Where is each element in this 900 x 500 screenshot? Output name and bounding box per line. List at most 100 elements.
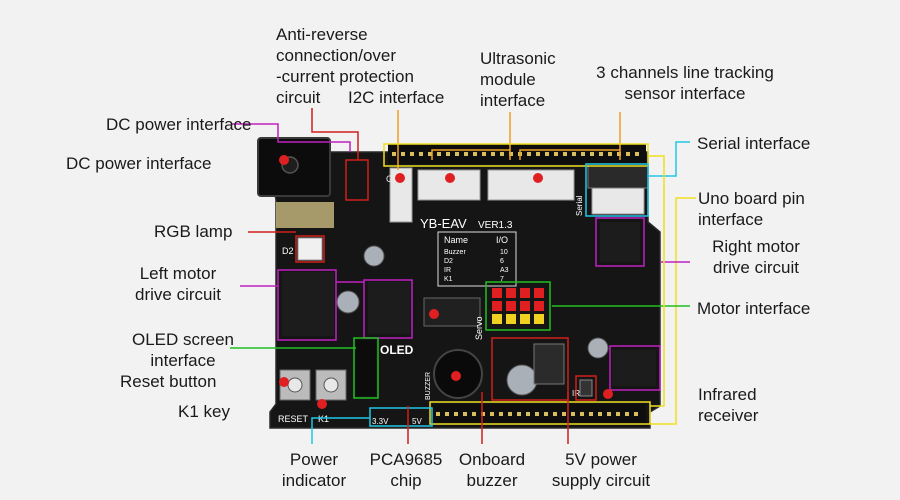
io-table-header-io: I/O bbox=[496, 235, 508, 245]
io-row-name: K1 bbox=[444, 276, 453, 283]
header-pin bbox=[589, 412, 593, 416]
label-right-motor-line-1: Right motor bbox=[712, 237, 800, 256]
dot-pca9685 bbox=[429, 309, 439, 319]
header-pin bbox=[419, 152, 423, 156]
label-power-indicator-line-2: indicator bbox=[281, 471, 347, 490]
label-power-supply: 5V power supply circuit bbox=[536, 449, 666, 491]
header-pin bbox=[436, 412, 440, 416]
label-ultrasonic-line-3: interface bbox=[480, 91, 546, 110]
io-row-name: Buzzer bbox=[444, 249, 466, 256]
label-left-motor-line-1: Left motor bbox=[139, 264, 217, 283]
header-pin bbox=[500, 152, 504, 156]
servo-pin bbox=[492, 314, 502, 324]
label-right-motor-line-2: drive circuit bbox=[713, 258, 799, 277]
header-pin bbox=[445, 412, 449, 416]
silk-servo: Servo bbox=[474, 316, 484, 340]
uno-connector-block bbox=[587, 165, 649, 189]
servo-pin bbox=[534, 301, 544, 311]
header-pin bbox=[491, 152, 495, 156]
label-pca9685: PCA9685 chip bbox=[362, 449, 450, 491]
label-uno-pin-line-2: interface bbox=[698, 210, 764, 229]
box-motor-interface bbox=[485, 281, 551, 331]
label-oled-line-1: OLED screen bbox=[131, 330, 235, 349]
board-version: VER1.3 bbox=[478, 220, 513, 231]
box-rgb bbox=[295, 235, 325, 263]
header-pin bbox=[481, 412, 485, 416]
header-pin bbox=[410, 152, 414, 156]
label-ultrasonic-line-2: module bbox=[480, 70, 536, 89]
dot-ultrasonic bbox=[445, 173, 455, 183]
header-pin bbox=[635, 152, 639, 156]
capacitor-bottom bbox=[506, 364, 538, 396]
io-row-value: A3 bbox=[500, 267, 509, 274]
label-line-tracking-line-2: sensor interface bbox=[624, 84, 746, 103]
box-power-indicator bbox=[369, 407, 433, 427]
leader-power-indicator bbox=[311, 417, 370, 444]
label-left-motor: Left motor drive circuit bbox=[118, 263, 238, 305]
label-i2c: I2C interface bbox=[348, 88, 445, 107]
header-pin bbox=[581, 152, 585, 156]
box-left-motor bbox=[277, 269, 337, 341]
label-line-tracking-line-1: 3 channels line tracking bbox=[596, 63, 774, 82]
label-serial: Serial interface bbox=[697, 134, 811, 153]
header-pin bbox=[517, 412, 521, 416]
silk-5v: 5V bbox=[412, 417, 422, 426]
label-left-motor-line-2: drive circuit bbox=[135, 285, 221, 304]
label-oled-line-2: interface bbox=[150, 351, 216, 370]
frame-bottom-header bbox=[429, 401, 651, 425]
bracket-line-tracking bbox=[519, 149, 621, 160]
label-power-supply-line-2: supply circuit bbox=[551, 471, 651, 490]
header-pin bbox=[464, 152, 468, 156]
rgb-lamp-body bbox=[297, 237, 323, 261]
dot-k1 bbox=[317, 399, 327, 409]
label-power-indicator: Power indicator bbox=[272, 449, 356, 491]
box-oled bbox=[353, 337, 379, 399]
header-pin bbox=[508, 412, 512, 416]
label-line-tracking: 3 channels line tracking sensor interfac… bbox=[578, 62, 792, 104]
label-infrared-line-1: Infrared bbox=[698, 385, 757, 404]
dot-reset bbox=[279, 377, 289, 387]
servo-pins bbox=[492, 288, 544, 324]
label-ultrasonic-line-1: Ultrasonic bbox=[480, 49, 556, 68]
header-pin bbox=[526, 412, 530, 416]
servo-pin bbox=[506, 314, 516, 324]
header-pin bbox=[553, 412, 557, 416]
right-driver-chip-2 bbox=[612, 350, 656, 386]
header-pin bbox=[571, 412, 575, 416]
silk-3v3: 3.3V bbox=[372, 417, 389, 426]
serial-connector bbox=[591, 185, 645, 215]
label-onboard-buzzer: Onboard buzzer bbox=[450, 449, 534, 491]
servo-pin bbox=[492, 288, 502, 298]
label-anti-reverse: Anti-reverse connection/over -current pr… bbox=[276, 24, 414, 108]
header-pin bbox=[499, 412, 503, 416]
io-row-value: 10 bbox=[500, 249, 508, 256]
label-pca9685-line-2: chip bbox=[390, 471, 422, 490]
frame-uno-right bbox=[648, 155, 665, 196]
header-pin bbox=[554, 152, 558, 156]
servo-pin bbox=[506, 301, 516, 311]
header-pin bbox=[536, 152, 540, 156]
label-right-motor: Right motor drive circuit bbox=[690, 236, 822, 278]
io-row-name: IR bbox=[444, 267, 451, 274]
header-pin bbox=[598, 412, 602, 416]
header-pin bbox=[608, 152, 612, 156]
box-left-motor-2 bbox=[363, 279, 413, 339]
servo-pin bbox=[506, 288, 516, 298]
dot-line-tracking bbox=[533, 173, 543, 183]
label-anti-reverse-line-4: circuit bbox=[276, 88, 321, 107]
servo-pin bbox=[520, 301, 530, 311]
label-k1-key: K1 key bbox=[178, 402, 230, 421]
header-pin bbox=[626, 152, 630, 156]
capacitor-right bbox=[587, 337, 609, 359]
k1-button-cap bbox=[323, 377, 339, 393]
header-pin bbox=[625, 412, 629, 416]
leader-dc-power-1 bbox=[232, 123, 351, 152]
header-pin bbox=[509, 152, 513, 156]
label-infrared-line-2: receiver bbox=[698, 406, 759, 425]
board-name: YB-EAV bbox=[420, 216, 467, 231]
dot-dc-power-2 bbox=[279, 155, 289, 165]
leader-uno-pin bbox=[650, 197, 696, 425]
header-pin bbox=[437, 152, 441, 156]
